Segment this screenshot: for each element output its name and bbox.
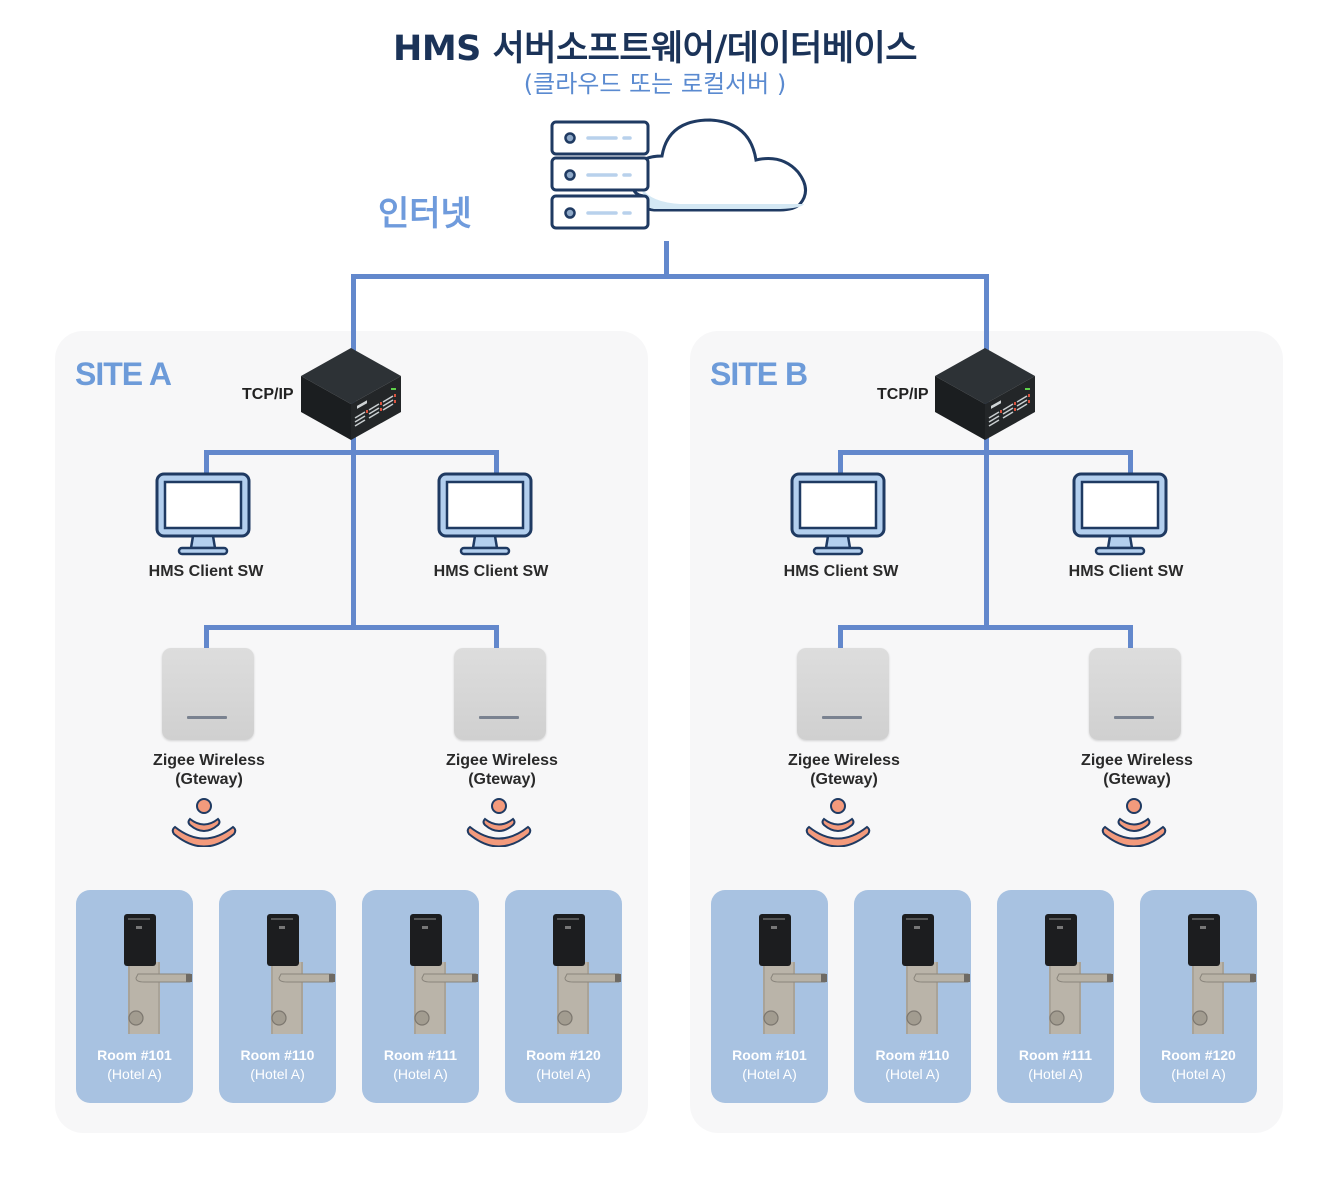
room-card: Room #110 (Hotel A) xyxy=(854,890,971,1103)
client-label: HMS Client SW xyxy=(433,563,549,580)
room-card: Room #101 (Hotel A) xyxy=(711,890,828,1103)
gateway-label: Zigee Wireless (Gteway) xyxy=(119,751,299,789)
room-hotel: (Hotel A) xyxy=(1171,1066,1226,1082)
internet-label: 인터넷 xyxy=(378,194,472,234)
site-title: SITE B xyxy=(710,356,808,392)
link-line xyxy=(494,625,499,649)
gateway-label-line2: (Gteway) xyxy=(1103,771,1171,788)
link-line xyxy=(838,450,843,476)
room-hotel: (Hotel A) xyxy=(885,1066,940,1082)
gateway-label-line1: Zigee Wireless xyxy=(788,752,900,769)
door-lock-icon xyxy=(1035,912,1115,1036)
wireless-signal-icon xyxy=(169,797,239,847)
room-name: Room #101 xyxy=(732,1047,807,1063)
room-name: Room #120 xyxy=(526,1047,601,1063)
gateway-label-line2: (Gteway) xyxy=(175,771,243,788)
room-hotel: (Hotel A) xyxy=(742,1066,797,1082)
link-line xyxy=(204,625,209,649)
client-label: HMS Client SW xyxy=(148,563,264,580)
room-name: Room #110 xyxy=(240,1047,315,1063)
gateway-label-line2: (Gteway) xyxy=(468,771,536,788)
network-switch-icon xyxy=(299,346,403,442)
room-hotel: (Hotel A) xyxy=(1028,1066,1083,1082)
monitor-icon xyxy=(437,472,533,556)
gateway-label-line1: Zigee Wireless xyxy=(153,752,265,769)
zigbee-gateway-device xyxy=(1089,648,1181,740)
zigbee-gateway-device xyxy=(797,648,889,740)
link-line xyxy=(838,625,843,649)
room-hotel: (Hotel A) xyxy=(536,1066,591,1082)
monitor-icon xyxy=(790,472,886,556)
room-card: Room #120 (Hotel A) xyxy=(1140,890,1257,1103)
network-switch-icon xyxy=(933,346,1037,442)
link-line xyxy=(838,450,1133,455)
switch-label: TCP/IP xyxy=(242,386,294,403)
monitor-icon xyxy=(1072,472,1168,556)
room-name: Room #120 xyxy=(1161,1047,1236,1063)
door-lock-icon xyxy=(257,912,337,1036)
site-title: SITE A xyxy=(75,356,172,392)
gateway-label-line1: Zigee Wireless xyxy=(446,752,558,769)
door-lock-icon xyxy=(114,912,194,1036)
door-lock-icon xyxy=(400,912,480,1036)
room-hotel: (Hotel A) xyxy=(107,1066,162,1082)
room-hotel: (Hotel A) xyxy=(393,1066,448,1082)
wireless-signal-icon xyxy=(1099,797,1169,847)
gateway-label-line1: Zigee Wireless xyxy=(1081,752,1193,769)
room-card: Room #101 (Hotel A) xyxy=(76,890,193,1103)
client-label: HMS Client SW xyxy=(783,563,899,580)
link-line xyxy=(1128,450,1133,476)
room-card: Room #111 (Hotel A) xyxy=(997,890,1114,1103)
gateway-label: Zigee Wireless (Gteway) xyxy=(1047,751,1227,789)
link-line xyxy=(204,450,499,455)
door-lock-icon xyxy=(749,912,829,1036)
wireless-signal-icon xyxy=(464,797,534,847)
room-name: Room #101 xyxy=(97,1047,172,1063)
door-lock-icon xyxy=(892,912,972,1036)
switch-label: TCP/IP xyxy=(877,386,929,403)
client-label: HMS Client SW xyxy=(1068,563,1184,580)
zigbee-gateway-device xyxy=(454,648,546,740)
wireless-signal-icon xyxy=(803,797,873,847)
link-line xyxy=(664,241,669,278)
diagram-title: HMS 서버소프트웨어/데이터베이스 xyxy=(393,29,917,69)
room-name: Room #111 xyxy=(383,1047,458,1063)
gateway-label: Zigee Wireless (Gteway) xyxy=(754,751,934,789)
link-line xyxy=(838,625,1133,630)
gateway-label-line2: (Gteway) xyxy=(810,771,878,788)
room-card: Room #111 (Hotel A) xyxy=(362,890,479,1103)
room-card: Room #120 (Hotel A) xyxy=(505,890,622,1103)
link-line xyxy=(1128,625,1133,649)
server-cloud-icon xyxy=(550,118,807,230)
monitor-icon xyxy=(155,472,251,556)
door-lock-icon xyxy=(543,912,623,1036)
link-line xyxy=(204,625,499,630)
gateway-label: Zigee Wireless (Gteway) xyxy=(412,751,592,789)
zigbee-gateway-device xyxy=(162,648,254,740)
diagram-subtitle: (클라우드 또는 로컬서버 ) xyxy=(523,70,787,98)
room-hotel: (Hotel A) xyxy=(250,1066,305,1082)
door-lock-icon xyxy=(1178,912,1258,1036)
room-name: Room #110 xyxy=(875,1047,950,1063)
link-line xyxy=(494,450,499,476)
link-line xyxy=(204,450,209,476)
room-card: Room #110 (Hotel A) xyxy=(219,890,336,1103)
link-line xyxy=(351,274,989,279)
room-name: Room #111 xyxy=(1018,1047,1093,1063)
